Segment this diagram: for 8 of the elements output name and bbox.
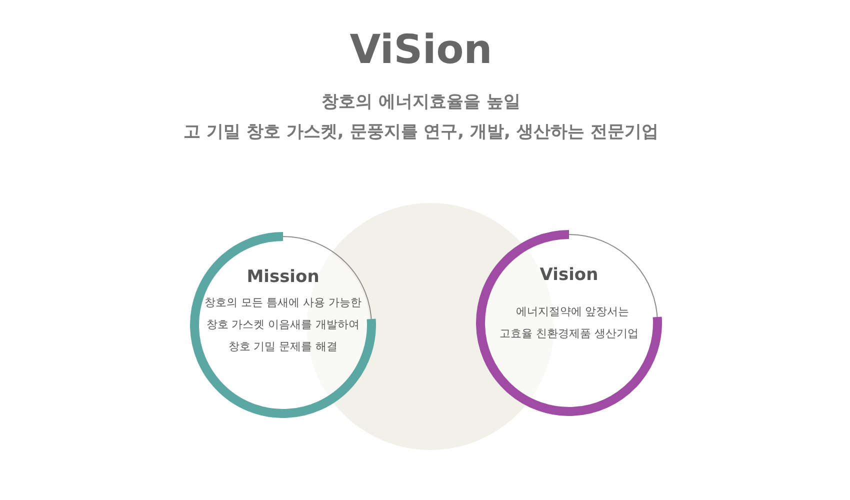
ring-card [476,230,662,416]
card-heading: Vision [540,264,598,286]
subtitle-line: 창호의 에너지효율을 높일 [322,91,520,113]
card-heading: Mission [246,266,320,288]
card-text: 에너지절약에 앞장서는 고효율 친환경제품 생산기업 [498,304,640,342]
page-title: ViSion [350,26,492,74]
card-text: 창호의 모든 틈새에 사용 가능한 창호 가스켓 이음새를 개발하여 창호 기밀 문제를 해결 [204,295,362,355]
subtitle-line: 고 기밀 창호 가스켓, 문풍지를 연구, 개발, 생산하는 전문기업 [184,121,658,143]
